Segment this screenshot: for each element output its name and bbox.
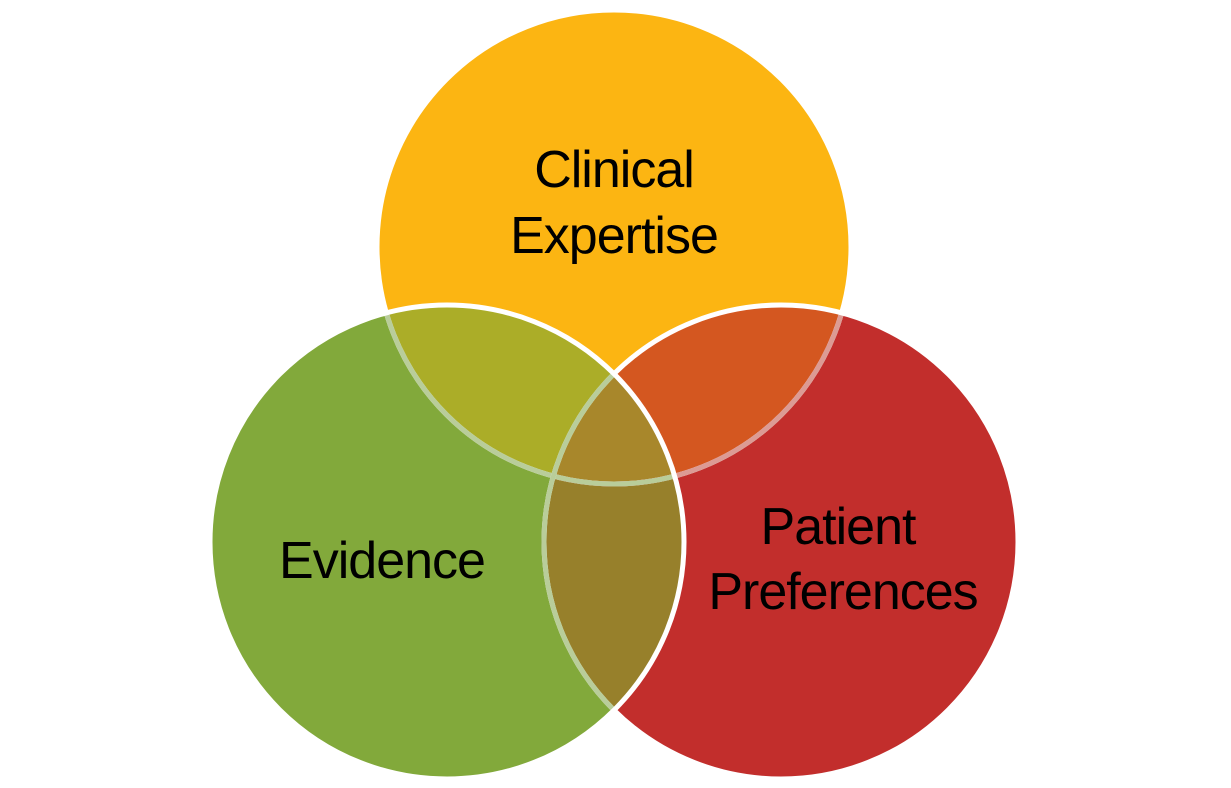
overlap-clinical-patient xyxy=(544,305,851,484)
label-patient-line2: Preferences xyxy=(708,563,977,621)
label-patient-line1: Patient xyxy=(761,498,917,556)
label-evidence: Evidence xyxy=(279,532,485,590)
label-clinical-line2: Expertise xyxy=(510,207,718,265)
stroke-clinical-under-evidence xyxy=(374,305,684,487)
label-clinical-line1: Clinical xyxy=(534,141,694,199)
overlap-clinical-evidence xyxy=(377,305,684,484)
stroke-patient-under-evidence xyxy=(541,305,684,779)
stroke-evidence-circle xyxy=(207,302,687,782)
